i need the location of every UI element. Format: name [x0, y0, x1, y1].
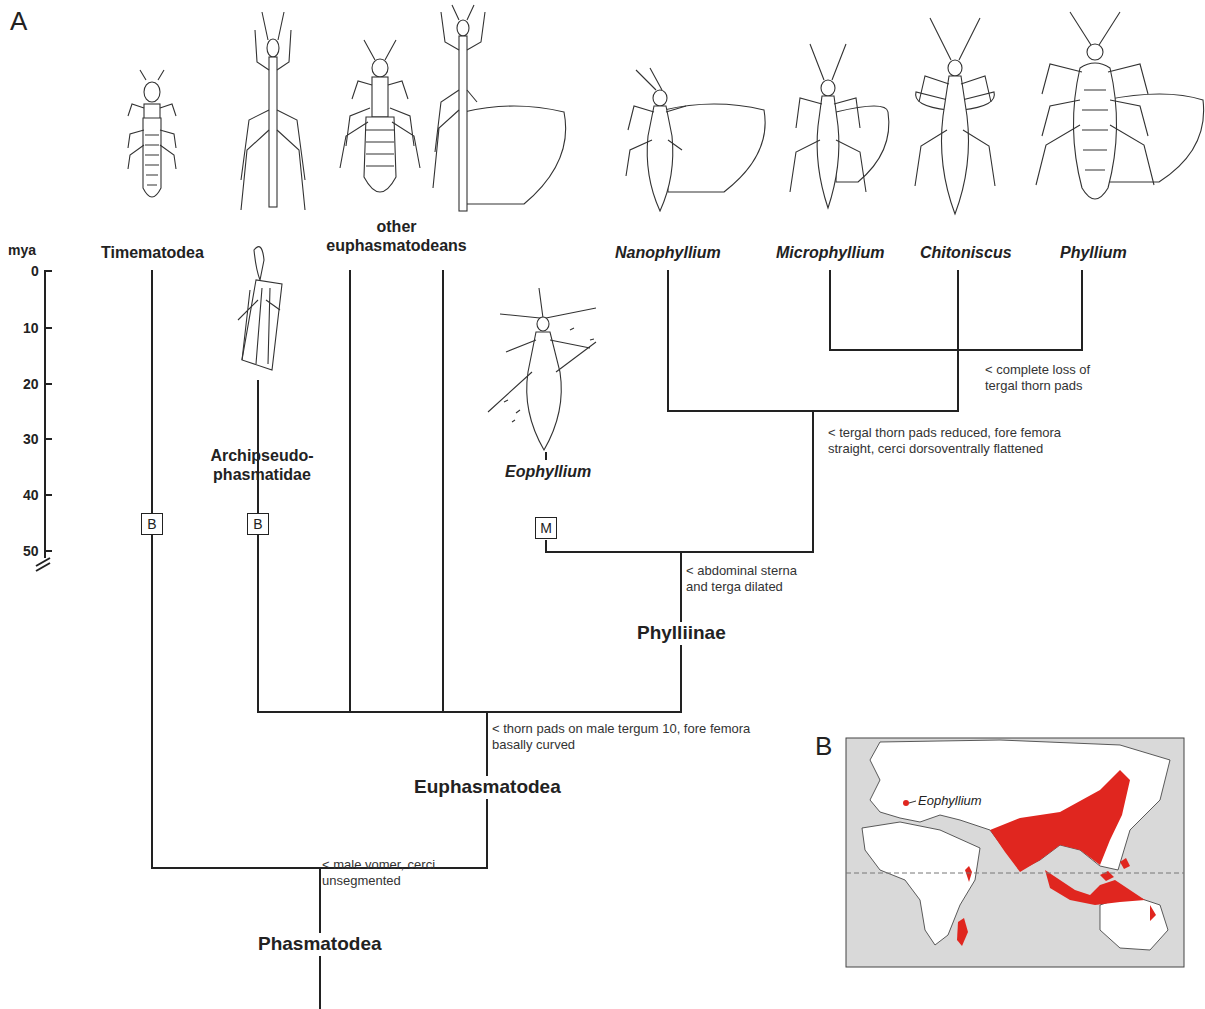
- axis-label: 0: [31, 263, 39, 280]
- panel-letter: A: [10, 6, 27, 37]
- nanophyllium-drawing: [626, 68, 765, 211]
- panel-letter: B: [815, 731, 832, 762]
- microphyllium-drawing: [790, 44, 889, 208]
- box-letter: B: [147, 517, 156, 531]
- taxon-label: Archipseudo- phasmatidae: [206, 446, 318, 484]
- character-note: < complete loss of tergal thorn pads: [985, 362, 1113, 393]
- taxon-label: Euphasmatodea: [411, 776, 564, 799]
- distribution-map: [846, 738, 1184, 967]
- map-panel: Eophyllium: [846, 738, 1184, 967]
- character-note: < thorn pads on male tergum 10, fore fem…: [492, 721, 754, 752]
- box-letter: M: [540, 521, 552, 535]
- taxon-label: Chitoniscus: [920, 243, 1012, 262]
- fossil-type-box: M: [535, 517, 557, 539]
- stick-insect-drawing: [241, 12, 305, 210]
- fossil-type-box: B: [247, 513, 269, 535]
- fossil-type-box: B: [141, 513, 163, 535]
- taxon-label: Eophyllium: [505, 462, 591, 481]
- taxon-label: other euphasmatodeans: [309, 217, 484, 255]
- chitoniscus-drawing: [915, 18, 995, 214]
- axis-label: 40: [23, 487, 39, 504]
- character-note: < male vomer, cerci unsegmented: [322, 857, 472, 888]
- phyllium-drawing: [1036, 12, 1204, 199]
- taxon-label: Microphyllium: [776, 243, 884, 262]
- tree-branches: [151, 270, 1083, 1009]
- axis-label: 10: [23, 320, 39, 337]
- eophyllium-fossil-drawing: [488, 288, 596, 450]
- axis-label: 50: [23, 543, 39, 560]
- euphasmatodean-drawing: [340, 40, 420, 192]
- character-note: < abdominal sterna and terga dilated: [686, 563, 821, 594]
- insect-drawings: [128, 5, 1204, 450]
- taxon-label: Nanophyllium: [615, 243, 721, 262]
- taxon-label: Phylliinae: [634, 622, 729, 645]
- taxon-label: Phyllium: [1060, 243, 1127, 262]
- taxon-label: Timematodea: [101, 243, 204, 262]
- axis-label: 20: [23, 376, 39, 393]
- axis-label: 30: [23, 431, 39, 448]
- character-note: < tergal thorn pads reduced, fore femora…: [828, 425, 1063, 456]
- archipseudophasmatid-fossil-drawing: [238, 247, 282, 370]
- box-letter: B: [253, 517, 262, 531]
- taxon-label: Phasmatodea: [255, 933, 385, 956]
- timema-drawing: [128, 70, 176, 197]
- axis-label: mya: [8, 242, 36, 259]
- map-locality-label: Eophyllium: [918, 793, 982, 808]
- winged-stick-drawing: [433, 5, 566, 211]
- time-axis: [36, 270, 52, 571]
